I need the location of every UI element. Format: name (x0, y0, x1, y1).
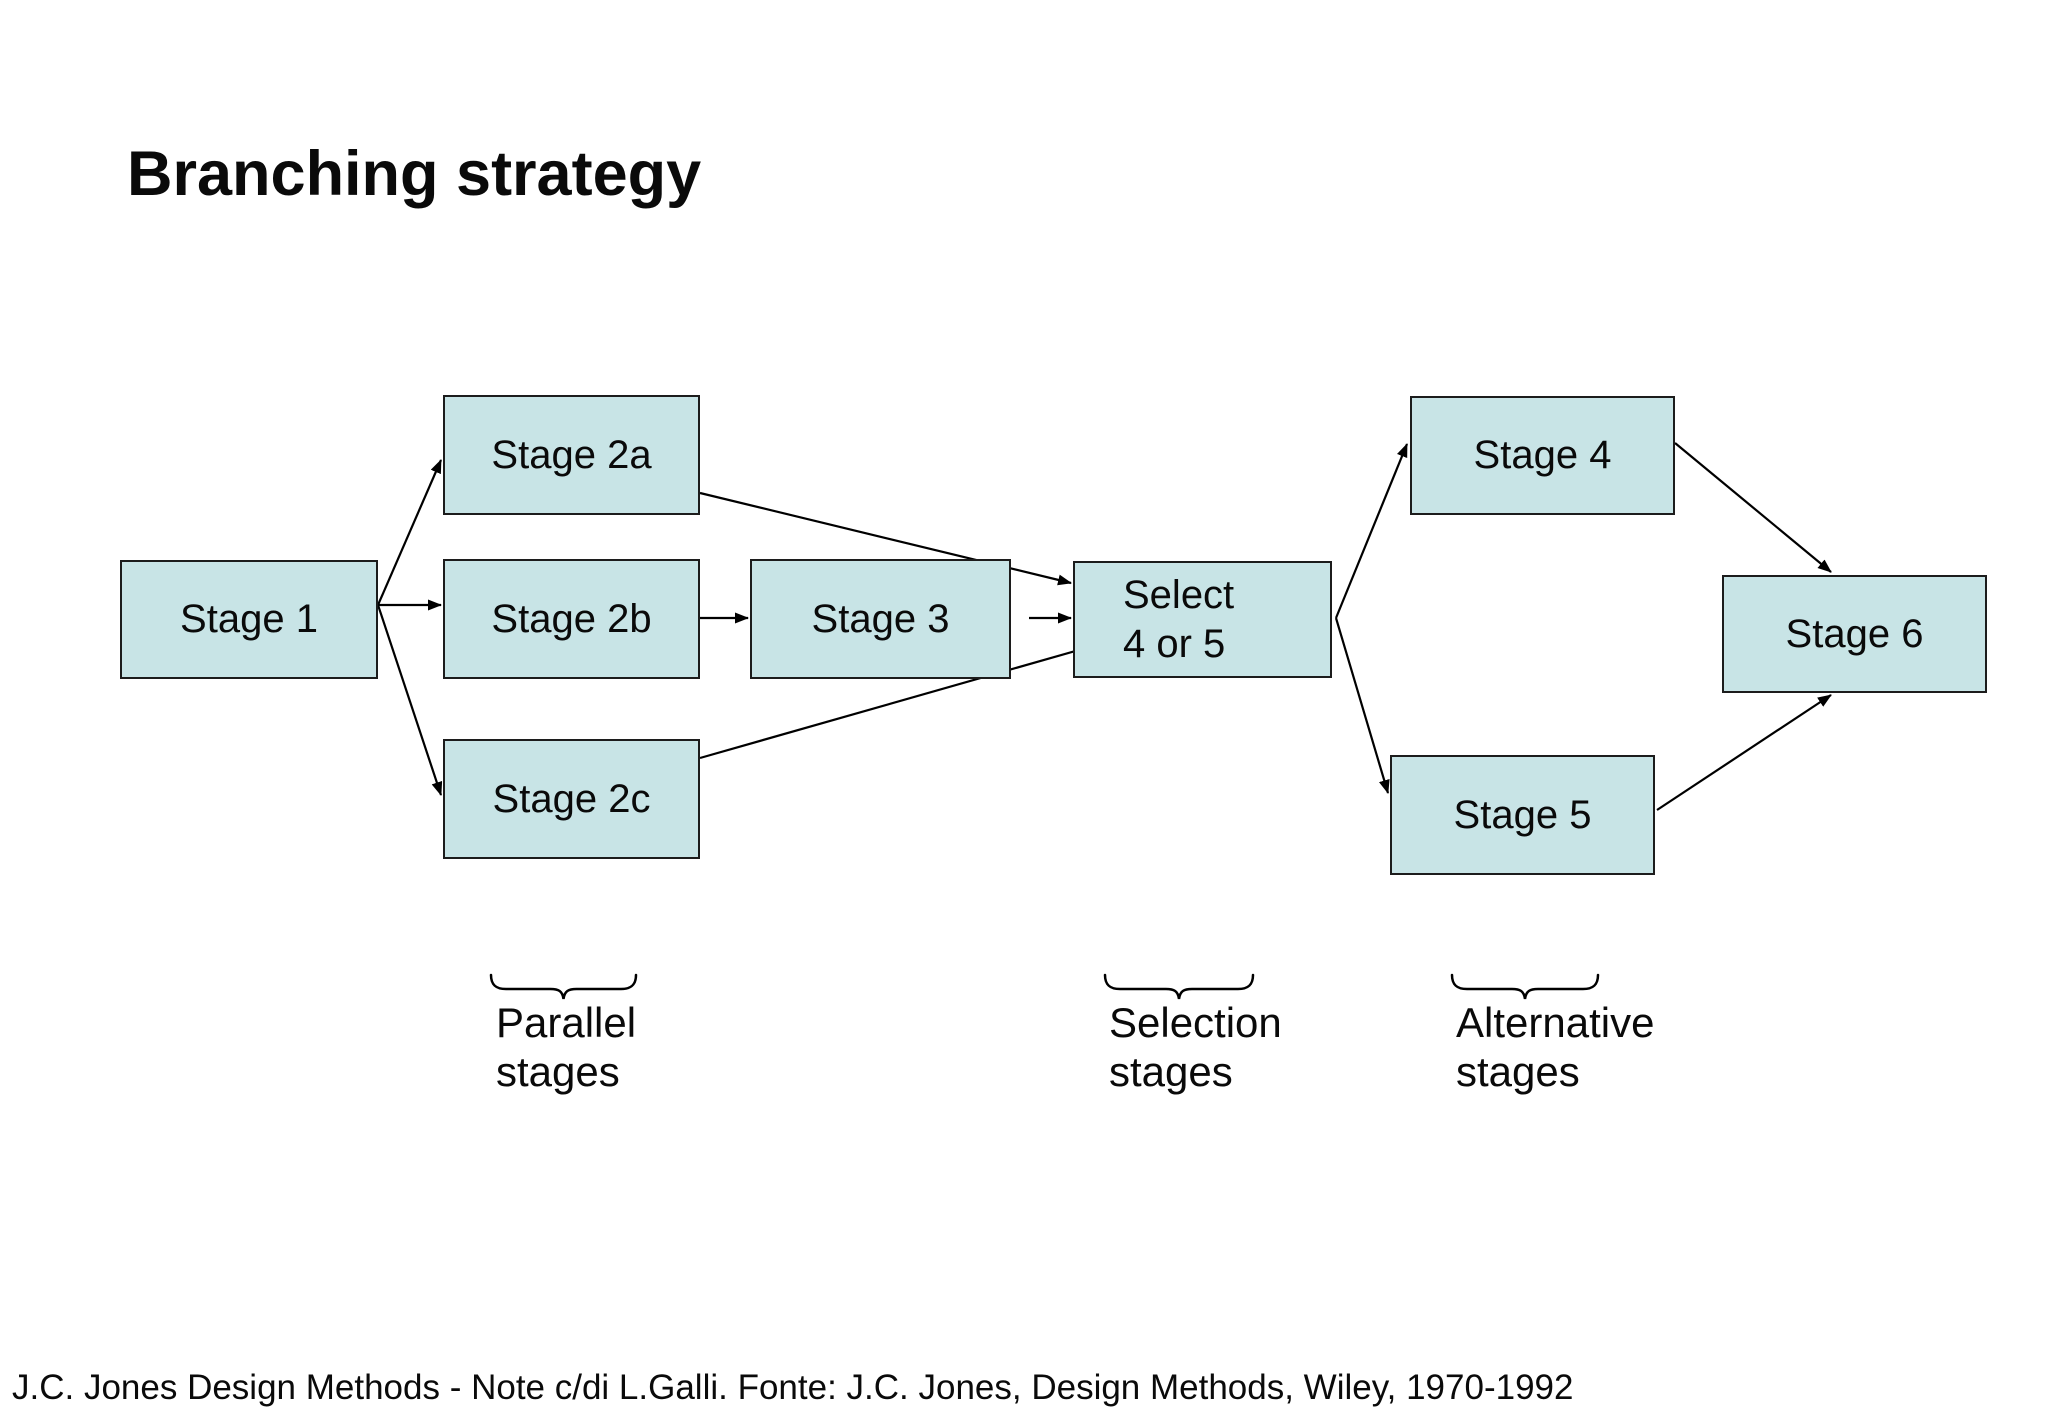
node-stage-4: Stage 4 (1410, 396, 1675, 515)
node-stage-1-label: Stage 1 (180, 597, 318, 641)
node-stage-4-label: Stage 4 (1473, 433, 1612, 477)
node-stage-5-label: Stage 5 (1453, 792, 1592, 837)
node-stage-5: Stage 5 (1390, 755, 1655, 875)
brace-parallel-stages (489, 973, 638, 1000)
node-stage-2b-label: Stage 2b (491, 596, 652, 641)
annotation-parallel-stages: Parallel stages (496, 998, 636, 1096)
node-stage-3-label: Stage 3 (811, 596, 950, 641)
edge-select-stage4 (1334, 443, 1409, 619)
select-label-line1: Select (1123, 572, 1235, 617)
annotation-selection-line1: Selection (1109, 999, 1282, 1046)
node-stage-6: Stage 6 (1722, 575, 1987, 693)
node-stage-2a-label: Stage 2a (491, 432, 652, 477)
annotation-alternative-stages: Alternative stages (1456, 998, 1654, 1096)
node-stage-2c: Stage 2c (443, 739, 700, 859)
annotation-alternative-line2: stages (1456, 1048, 1580, 1095)
select-label-line2: 4 or 5 (1123, 621, 1226, 666)
node-select-4-or-5-label: Select 4 or 5 (1123, 571, 1234, 669)
edge-stage1-stage2a (376, 459, 443, 606)
node-stage-2b: Stage 2b (443, 559, 700, 679)
annotation-parallel-line1: Parallel (496, 999, 637, 1046)
annotation-selection-stages: Selection stages (1109, 998, 1282, 1096)
annotation-alternative-line1: Alternative (1456, 999, 1655, 1046)
edge-stage2c-select (699, 642, 1101, 760)
edge-stage5-stage6 (1656, 694, 1832, 811)
annotation-selection-line2: stages (1109, 1048, 1233, 1095)
edge-stage4-stage6 (1674, 442, 1832, 573)
node-select-4-or-5: Select 4 or 5 (1073, 561, 1332, 678)
node-stage-1: Stage 1 (120, 560, 378, 679)
edge-select-stage5 (1334, 617, 1390, 794)
source-citation: J.C. Jones Design Methods - Note c/di L.… (12, 1368, 1574, 1407)
annotation-parallel-line2: stages (496, 1048, 620, 1095)
node-stage-3: Stage 3 (750, 559, 1011, 679)
page-title: Branching strategy (127, 139, 702, 209)
brace-alternative-stages (1450, 973, 1600, 1000)
edge-stage1-stage2c (376, 604, 443, 796)
node-stage-6-label: Stage 6 (1785, 611, 1924, 656)
brace-selection-stages (1103, 973, 1255, 1000)
node-stage-2c-label: Stage 2c (492, 776, 651, 821)
node-stage-2a: Stage 2a (443, 395, 700, 515)
